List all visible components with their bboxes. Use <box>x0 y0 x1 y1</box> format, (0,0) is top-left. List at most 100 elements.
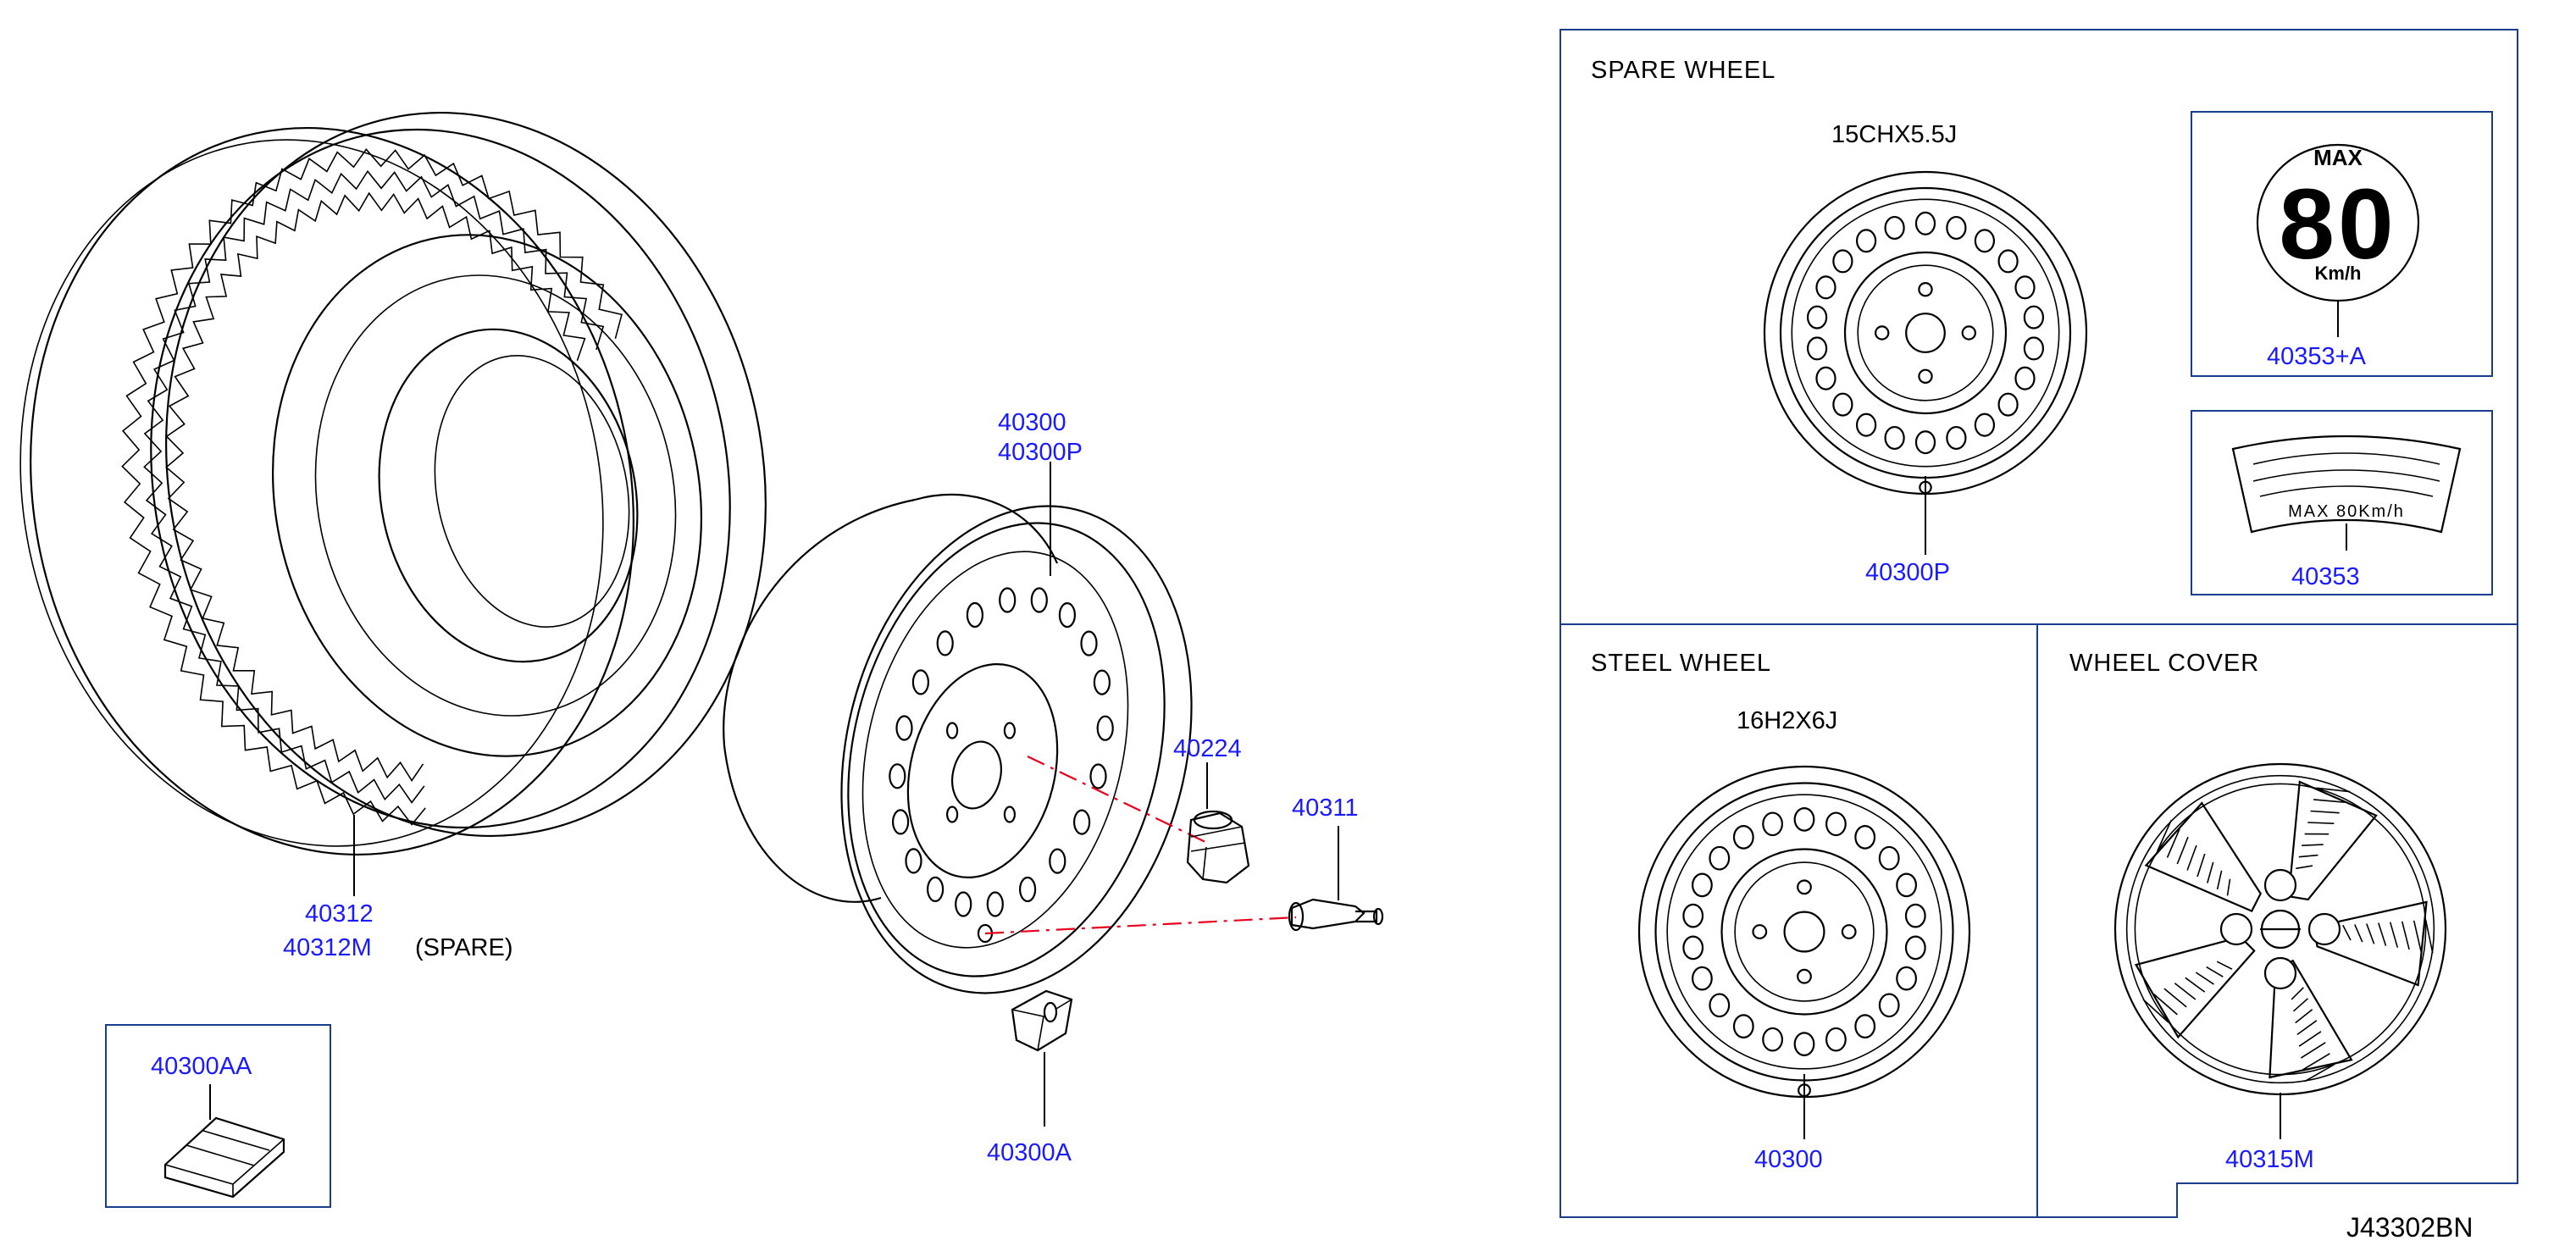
nut-part-number[interactable]: 40224 <box>1173 735 1242 762</box>
wheel-vent-hole <box>1089 763 1107 789</box>
balance-weight-drawing[interactable] <box>1011 989 1073 1052</box>
wheel-cover-title: WHEEL COVER <box>2069 650 2259 677</box>
wheel-cover-drawing[interactable] <box>2113 762 2447 1096</box>
tread-zigzag <box>165 191 586 782</box>
speed-value: 80 <box>2279 169 2396 280</box>
vent-hole <box>1854 825 1876 850</box>
lug-hole <box>1874 325 1890 341</box>
curved-label-box <box>2191 410 2493 595</box>
vent-hole <box>1878 845 1900 871</box>
tire-spare-part-number[interactable]: 40312M <box>283 934 372 961</box>
wheel-vent-hole <box>966 601 984 628</box>
valve-drawing[interactable] <box>1288 898 1384 932</box>
vent-hole <box>1806 336 1828 361</box>
steel-wheel-size: 16H2X6J <box>1737 707 1837 734</box>
vent-hole <box>1732 825 1754 850</box>
wheel-vent-hole <box>1072 809 1091 835</box>
vent-hole <box>2014 275 2036 300</box>
max-speed-label-drawing[interactable]: MAX 80 Km/h <box>2256 143 2420 302</box>
wheel-lug-hole <box>945 806 959 823</box>
vent-hole <box>1815 366 1836 390</box>
vent-hole <box>1997 249 2019 274</box>
vent-hole <box>1806 305 1828 329</box>
wheel-vent-hole <box>891 809 910 835</box>
steel-wheel-part-number[interactable]: 40300 <box>1754 1146 1823 1173</box>
steel-wheel-title: STEEL WHEEL <box>1591 650 1771 677</box>
vent-hole <box>1855 413 1877 437</box>
wheel-lug-hole <box>945 722 959 739</box>
tire-drawing[interactable] <box>0 57 832 911</box>
vent-hole <box>1691 966 1713 991</box>
vent-hole <box>1974 229 1996 253</box>
vent-hole <box>1884 425 1905 451</box>
vent-hole <box>1709 845 1731 871</box>
wheel-vent-hole <box>955 891 972 917</box>
vent-hole <box>1793 807 1815 832</box>
vent-hole <box>1896 872 1918 898</box>
vent-hole <box>1974 413 1996 437</box>
lug-hole <box>1797 879 1812 895</box>
spare-note: (SPARE) <box>415 934 512 961</box>
vent-hole <box>1896 966 1918 991</box>
steel-wheel-drawing[interactable] <box>1637 765 1971 1099</box>
figure-id: J43302BN <box>2346 1212 2473 1243</box>
cover-lug-opening <box>2307 912 2341 946</box>
wheel-vent-hole <box>999 587 1017 613</box>
vent-hole <box>1762 811 1784 837</box>
spare-wheel-drawing[interactable] <box>1763 170 2088 496</box>
vent-hole <box>1997 392 2019 417</box>
lug-hole <box>1918 368 1933 384</box>
wheel-vent-hole <box>895 715 913 741</box>
wheel-part-number[interactable]: 40300 <box>998 409 1066 436</box>
wheel-spare-part-number[interactable]: 40300P <box>998 439 1083 466</box>
weight-kit-drawing[interactable] <box>163 1116 285 1199</box>
wheel-vent-hole <box>926 876 945 903</box>
speed-unit: Km/h <box>2315 263 2362 284</box>
vent-hole <box>1815 275 1836 300</box>
curved-label-part-number[interactable]: 40353 <box>2291 563 2360 590</box>
vent-hole <box>1682 903 1704 928</box>
wheel-cover-part-number[interactable]: 40315M <box>2225 1146 2314 1173</box>
spare-wheel-part-number[interactable]: 40300P <box>1865 559 1950 586</box>
lug-hole <box>1797 968 1812 984</box>
lug-hole <box>1961 325 1976 341</box>
weight-kit-part-number[interactable]: 40300AA <box>151 1053 252 1080</box>
wheel-nut-drawing[interactable] <box>1186 810 1250 884</box>
vent-hole <box>1832 249 1853 274</box>
wheel-vent-hole <box>905 848 922 874</box>
max-label-part-number[interactable]: 40353+A <box>2267 343 2367 370</box>
wheel-vent-hole <box>1058 601 1077 628</box>
wheel-vent-hole <box>936 630 954 656</box>
wheel-drawing[interactable] <box>723 468 1240 1030</box>
vent-hole <box>1904 903 1926 928</box>
vent-hole <box>2014 366 2036 390</box>
vent-hole <box>1946 425 1967 451</box>
vent-hole <box>1914 211 1936 235</box>
lug-hole <box>1918 282 1933 297</box>
spare-wheel-size: 15CHX5.5J <box>1831 121 1957 148</box>
vent-hole <box>1855 229 1877 253</box>
vent-hole <box>1709 993 1731 1018</box>
vent-hole <box>1878 993 1900 1018</box>
vent-hole <box>1825 811 1847 837</box>
vent-hole <box>1691 872 1713 898</box>
reference-frame <box>1559 29 2518 1218</box>
curved-speed-label-drawing[interactable]: MAX 80Km/h <box>2231 435 2462 534</box>
lug-hole <box>1752 924 1768 939</box>
vent-hole <box>1946 215 1967 241</box>
vent-hole <box>1762 1027 1784 1052</box>
wheel-lug-hole <box>1003 722 1017 739</box>
cover-spoke <box>2134 935 2256 1039</box>
vent-hole <box>1914 430 1936 455</box>
tread-zigzag <box>143 169 605 804</box>
wheel-vent-hole <box>986 891 1004 917</box>
vent-hole <box>2023 336 2045 361</box>
wheel-vent-hole <box>889 763 906 789</box>
valve-part-number[interactable]: 40311 <box>1292 795 1359 822</box>
curved-label-text: MAX 80Km/h <box>2288 502 2405 521</box>
tire-part-number[interactable]: 40312 <box>305 900 374 928</box>
weight-part-number[interactable]: 40300A <box>987 1139 1072 1166</box>
cover-lug-opening <box>2219 912 2253 946</box>
wheel-vent-hole <box>1080 630 1098 656</box>
